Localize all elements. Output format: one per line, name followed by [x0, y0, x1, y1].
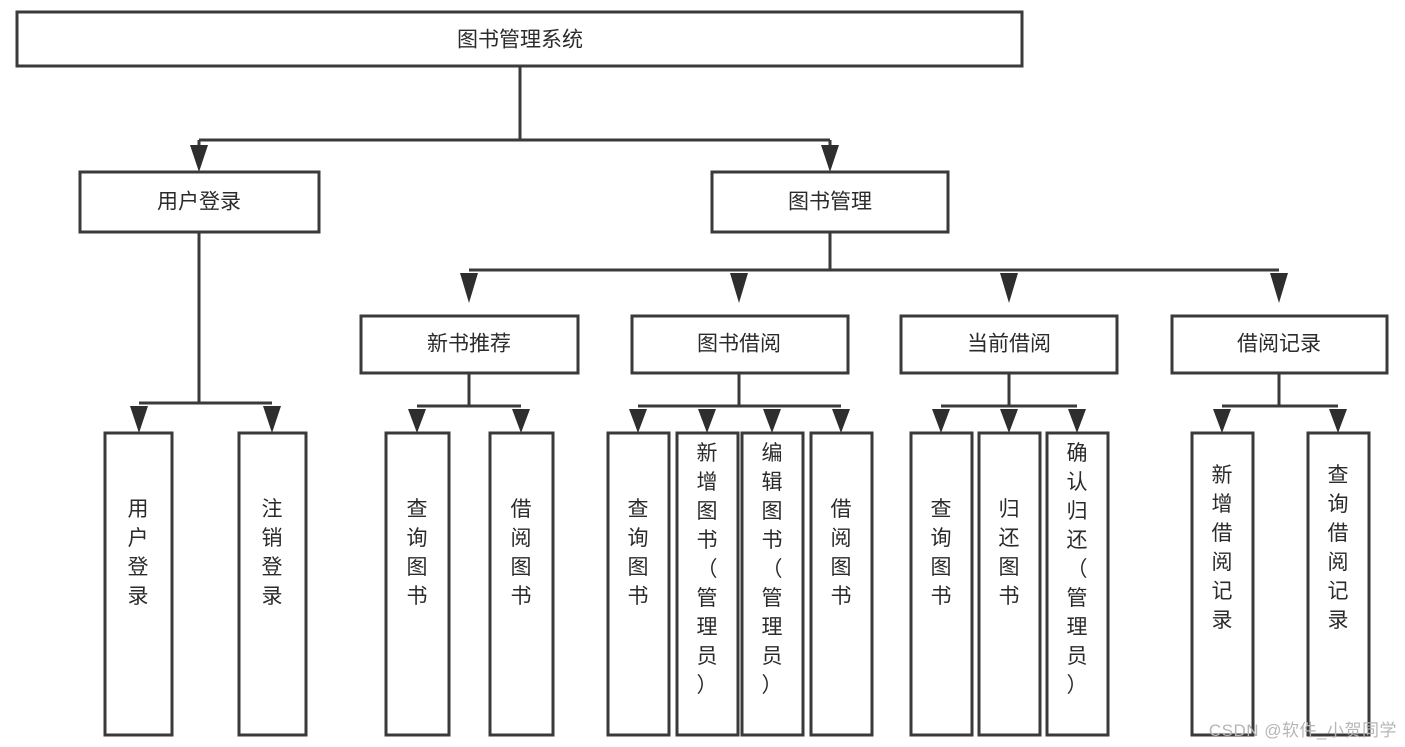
arrow-to-new-book-recommend: [460, 273, 478, 303]
node-root[interactable]: 图书管理系统: [15, 10, 1024, 68]
leaf-return-book-label: 归还图书: [999, 498, 1020, 608]
node-root-label: 图书管理系统: [457, 29, 583, 52]
node-book-borrow[interactable]: 图书借阅: [630, 314, 850, 375]
leaf-query-book-3-box[interactable]: [909, 431, 974, 737]
arrow-to-leaf-query-book-3: [932, 409, 950, 433]
node-book-borrow-box[interactable]: [630, 314, 850, 375]
leaf-add-record-box[interactable]: [1190, 431, 1255, 737]
leaf-logout-login[interactable]: 注销登录: [237, 431, 308, 737]
arrow-to-user-login: [190, 145, 208, 172]
arrow-to-leaf-user-login: [130, 406, 148, 433]
leaf-borrow-book-2-box[interactable]: [809, 431, 874, 737]
leaf-add-record[interactable]: 新增借阅记录: [1190, 431, 1255, 737]
arrow-to-leaf-add-book: [698, 409, 716, 433]
leaf-user-login[interactable]: 用户登录: [103, 431, 174, 737]
leaf-borrow-book-2[interactable]: 借阅图书: [809, 431, 874, 737]
node-borrow-record-label: 借阅记录: [1237, 333, 1321, 356]
arrow-to-leaf-query-book-1: [408, 409, 426, 433]
leaf-borrow-book-1-label: 借阅图书: [511, 498, 532, 608]
arrow-to-leaf-query-record: [1329, 409, 1347, 433]
leaf-borrow-book-2-label: 借阅图书: [831, 498, 852, 608]
leaf-query-book-2-label: 查询图书: [628, 498, 649, 608]
leaf-edit-book-box[interactable]: [740, 431, 805, 737]
node-new-book-recommend-box[interactable]: [359, 314, 580, 375]
leaf-confirm-return[interactable]: 确认归还（管理员）: [1045, 431, 1110, 737]
node-book-management-box[interactable]: [710, 170, 950, 234]
leaf-query-book-1[interactable]: 查询图书: [384, 431, 451, 737]
arrow-to-leaf-query-book-2: [629, 409, 647, 433]
leaf-edit-book[interactable]: 编辑图书（管理员）: [740, 431, 805, 737]
connectors: [130, 66, 1347, 433]
arrow-to-leaf-edit-book: [763, 409, 781, 433]
node-current-borrow[interactable]: 当前借阅: [899, 314, 1119, 375]
node-new-book-recommend[interactable]: 新书推荐: [359, 314, 580, 375]
leaf-user-login-label: 用户登录: [128, 498, 149, 608]
arrow-to-book-borrow: [730, 273, 748, 303]
arrow-to-leaf-add-record: [1213, 409, 1231, 433]
leaf-confirm-return-label: 确认归还（管理员）: [1067, 442, 1088, 697]
leaf-query-book-2-box[interactable]: [606, 431, 671, 737]
arrow-to-leaf-borrow-book-2: [832, 409, 850, 433]
node-current-borrow-label: 当前借阅: [967, 333, 1051, 356]
leaf-query-book-3[interactable]: 查询图书: [909, 431, 974, 737]
leaf-query-book-1-box[interactable]: [384, 431, 451, 737]
leaf-user-login-box[interactable]: [103, 431, 174, 737]
leaf-edit-book-label: 编辑图书（管理员）: [762, 442, 783, 697]
leaf-query-book-1-label: 查询图书: [407, 498, 428, 608]
arrow-to-leaf-confirm-return: [1068, 409, 1086, 433]
leaf-add-book-label: 新增图书（管理员）: [697, 442, 718, 697]
leaf-query-record[interactable]: 查询借阅记录: [1306, 431, 1371, 737]
leaf-query-book-3-label: 查询图书: [931, 498, 952, 608]
node-user-login-box[interactable]: [78, 170, 321, 234]
node-borrow-record[interactable]: 借阅记录: [1170, 314, 1389, 375]
leaf-query-record-box[interactable]: [1306, 431, 1371, 737]
node-book-management-label: 图书管理: [788, 191, 872, 214]
arrow-to-current-borrow: [1000, 273, 1018, 303]
leaf-borrow-book-1-box[interactable]: [488, 431, 555, 737]
leaf-add-book-box[interactable]: [675, 431, 740, 737]
arrow-to-leaf-borrow-book-1: [512, 409, 530, 433]
arrow-to-book-management: [821, 145, 839, 172]
leaf-add-book[interactable]: 新增图书（管理员）: [675, 431, 740, 737]
leaf-return-book-box[interactable]: [977, 431, 1042, 737]
arrow-to-leaf-return-book: [1000, 409, 1018, 433]
node-new-book-recommend-label: 新书推荐: [427, 333, 511, 356]
leaf-logout-login-box[interactable]: [237, 431, 308, 737]
leaf-query-book-2[interactable]: 查询图书: [606, 431, 671, 737]
leaf-logout-login-label: 注销登录: [262, 498, 283, 608]
node-book-borrow-label: 图书借阅: [697, 333, 781, 356]
leaf-return-book[interactable]: 归还图书: [977, 431, 1042, 737]
arrow-to-borrow-record: [1270, 273, 1288, 303]
leaf-borrow-book-1[interactable]: 借阅图书: [488, 431, 555, 737]
arrow-to-leaf-logout-login: [263, 406, 281, 433]
leaf-query-record-label: 查询借阅记录: [1328, 464, 1349, 632]
leaf-confirm-return-box[interactable]: [1045, 431, 1110, 737]
node-root-box[interactable]: [15, 10, 1024, 68]
node-user-login[interactable]: 用户登录: [78, 170, 321, 234]
node-book-management[interactable]: 图书管理: [710, 170, 950, 234]
node-borrow-record-box[interactable]: [1170, 314, 1389, 375]
node-user-login-label: 用户登录: [157, 191, 241, 214]
node-current-borrow-box[interactable]: [899, 314, 1119, 375]
leaf-add-record-label: 新增借阅记录: [1212, 464, 1233, 632]
